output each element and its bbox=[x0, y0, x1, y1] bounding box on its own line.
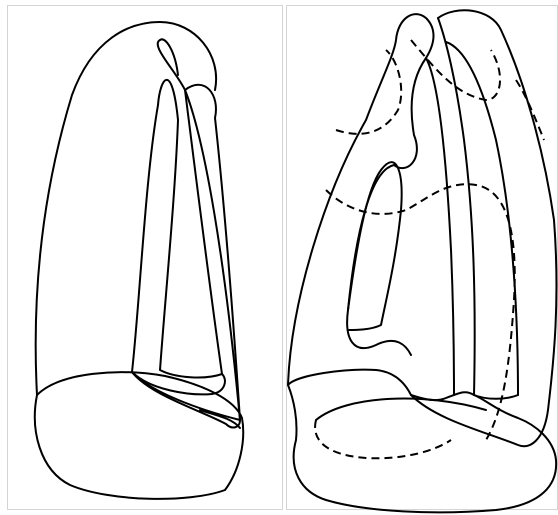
left-outer-channel-rear bbox=[185, 85, 240, 420]
left-panel bbox=[0, 0, 283, 515]
left-base-rim bbox=[132, 372, 240, 420]
right-right-channel-edge bbox=[426, 58, 454, 395]
right-base-inner bbox=[316, 399, 486, 420]
right-panel bbox=[286, 0, 558, 515]
left-body-outline bbox=[36, 22, 216, 395]
left-base-ellipse bbox=[35, 372, 243, 499]
right-hidden-base-loop bbox=[315, 420, 451, 458]
right-hidden-left-arc bbox=[336, 50, 401, 134]
right-drawing bbox=[286, 0, 558, 515]
left-drawing bbox=[0, 0, 283, 515]
left-inner-channel bbox=[132, 80, 225, 395]
right-right-channel bbox=[438, 18, 518, 399]
right-base-ellipse bbox=[288, 370, 556, 513]
